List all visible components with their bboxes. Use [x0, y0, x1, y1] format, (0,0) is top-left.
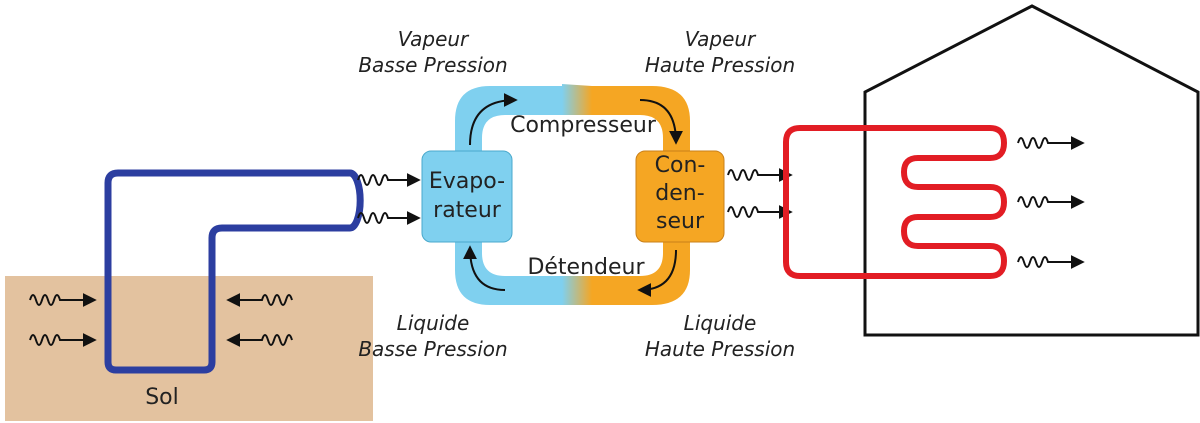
house-heating-loop [783, 125, 1007, 279]
label-vapeur-hp-line1: Vapeur [685, 27, 757, 51]
label-vapeur-hp-line2: Haute Pression [645, 53, 795, 77]
wiggle-arrows-from-condenser [727, 168, 793, 219]
refrigerant-circuit [421, 84, 725, 305]
wiggle-arrows-ground-left [29, 293, 97, 347]
label-vapeur-bp-line2: Basse Pression [358, 53, 507, 77]
label-compresseur: Compresseur [510, 113, 657, 138]
label-condenseur-line3: seur [656, 209, 705, 234]
label-liquide-bp-line2: Basse Pression [358, 337, 507, 361]
label-liquide-bp-line1: Liquide [397, 311, 470, 335]
condenser-box [635, 150, 725, 243]
evaporator-box [421, 150, 513, 243]
label-liquide-hp-line1: Liquide [684, 311, 757, 335]
house-outline [863, 4, 1200, 337]
ground-loop [104, 169, 364, 374]
label-sol: Sol [145, 385, 179, 410]
wiggle-arrows-to-evaporator [357, 173, 421, 225]
label-condenseur-line1: Con- [655, 153, 706, 178]
label-detendeur: Détendeur [527, 255, 645, 280]
label-liquide-hp-line2: Haute Pression [645, 337, 795, 361]
wiggle-arrows-ground-right [226, 293, 293, 347]
label-condenseur-line2: den- [655, 181, 704, 206]
wiggle-arrows-house [1017, 136, 1085, 269]
label-evaporateur-line1: Evapo- [429, 169, 505, 194]
label-vapeur-bp-line1: Vapeur [398, 27, 470, 51]
label-evaporateur-line2: rateur [433, 198, 502, 223]
